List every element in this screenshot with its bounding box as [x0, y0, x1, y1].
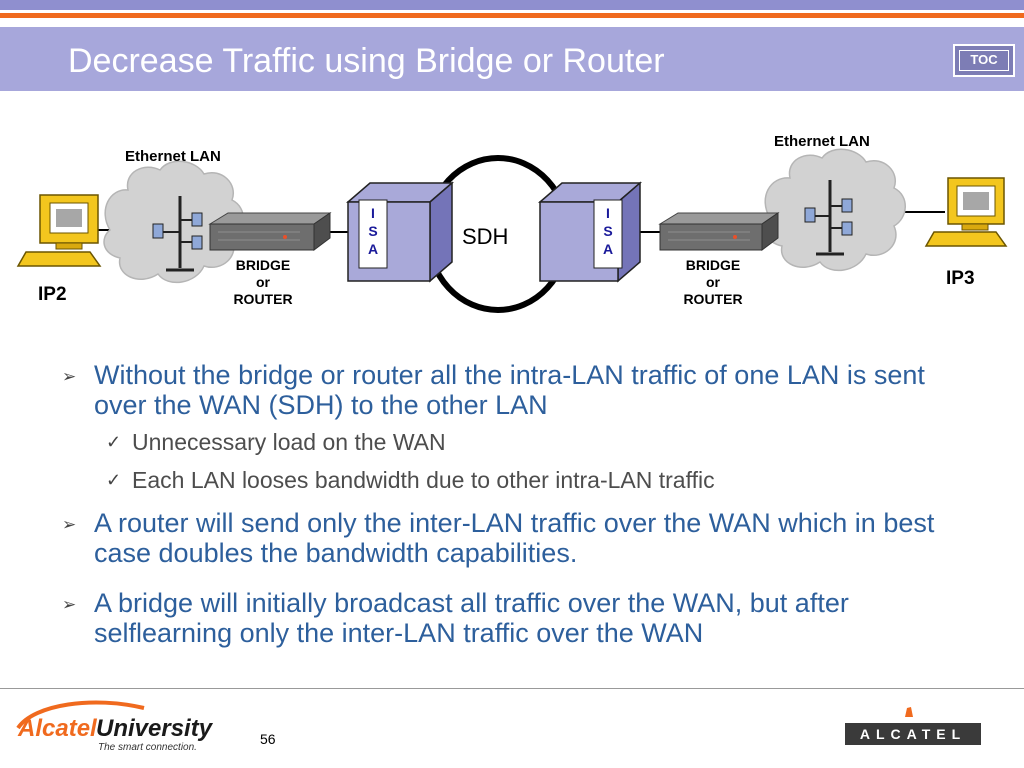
pc-right-label: IP3 [946, 268, 975, 289]
bullet-text: A bridge will initially broadcast all tr… [94, 588, 849, 648]
lan-cloud-right [764, 148, 906, 272]
arrow-bullet-icon: ➢ [62, 595, 77, 614]
device-left-label: BRIDGE or ROUTER [222, 257, 304, 308]
isa-left-label: I S A [359, 204, 387, 258]
toc-label: TOC [959, 50, 1009, 71]
bullet-list: ➢ Without the bridge or router all the i… [62, 360, 982, 648]
bullet-item: ➢ Without the bridge or router all the i… [62, 360, 982, 420]
isa-right-letter: A [602, 241, 614, 257]
accent-stripe [0, 13, 1024, 18]
pc-left-icon [16, 194, 102, 267]
brand-logo-text: ALCATEL [860, 726, 966, 742]
bullet-text: Without the bridge or router all the int… [94, 360, 925, 420]
device-left-line2: or [256, 274, 270, 290]
brand-university-text: University [96, 715, 214, 742]
device-left-line3: ROUTER [233, 291, 293, 307]
bullet-item: ➢ A router will send only the inter-LAN … [62, 508, 982, 568]
isa-right-letter: I [606, 205, 610, 221]
isa-box-left [345, 181, 455, 283]
toc-button[interactable]: TOC [953, 44, 1015, 77]
sub-bullet-item: ✓ Unnecessary load on the WAN [62, 428, 982, 456]
page-number: 56 [260, 731, 276, 747]
pc-right-icon [924, 177, 1008, 247]
brand-tagline-text: The smart connection. [98, 742, 197, 753]
isa-left-letter: S [368, 223, 378, 239]
arrow-bullet-icon: ➢ [62, 367, 77, 386]
network-diagram [16, 148, 1008, 313]
isa-left-letter: I [371, 205, 375, 221]
lan-right-label: Ethernet LAN [774, 133, 870, 150]
pc-left-label: IP2 [38, 284, 67, 305]
bullet-item: ➢ A bridge will initially broadcast all … [62, 588, 982, 648]
checkmark-icon: ✓ [106, 470, 122, 490]
sub-bullet-item: ✓ Each LAN looses bandwidth due to other… [62, 466, 982, 494]
sub-bullet-text: Unnecessary load on the WAN [132, 429, 446, 455]
isa-right-label: I S A [594, 204, 622, 258]
sub-bullet-text: Each LAN looses bandwidth due to other i… [132, 467, 715, 493]
isa-right-letter: S [603, 223, 613, 239]
lan-left-label: Ethernet LAN [125, 148, 221, 165]
footer-divider [0, 688, 1024, 689]
arrow-bullet-icon: ➢ [62, 515, 77, 534]
brand-alcatel-text: Alcatel [17, 715, 98, 742]
router-left-icon [208, 212, 332, 251]
checkmark-icon: ✓ [106, 432, 122, 452]
device-right-line3: ROUTER [683, 291, 743, 307]
title-bar [0, 27, 1024, 91]
device-right-line2: or [706, 274, 720, 290]
page-title: Decrease Traffic using Bridge or Router [68, 42, 665, 80]
top-stripe [0, 0, 1024, 10]
device-right-line1: BRIDGE [685, 257, 741, 273]
router-right-icon [658, 212, 780, 251]
device-right-label: BRIDGE or ROUTER [672, 257, 754, 308]
isa-box-right [537, 181, 643, 283]
alcatel-university-logo: Alcatel University The smart connection. [16, 700, 214, 753]
bullet-text: A router will send only the inter-LAN tr… [94, 508, 935, 568]
alcatel-logo: ALCATEL [845, 707, 981, 745]
sdh-label: SDH [462, 224, 509, 249]
isa-left-letter: A [367, 241, 379, 257]
device-left-line1: BRIDGE [235, 257, 291, 273]
